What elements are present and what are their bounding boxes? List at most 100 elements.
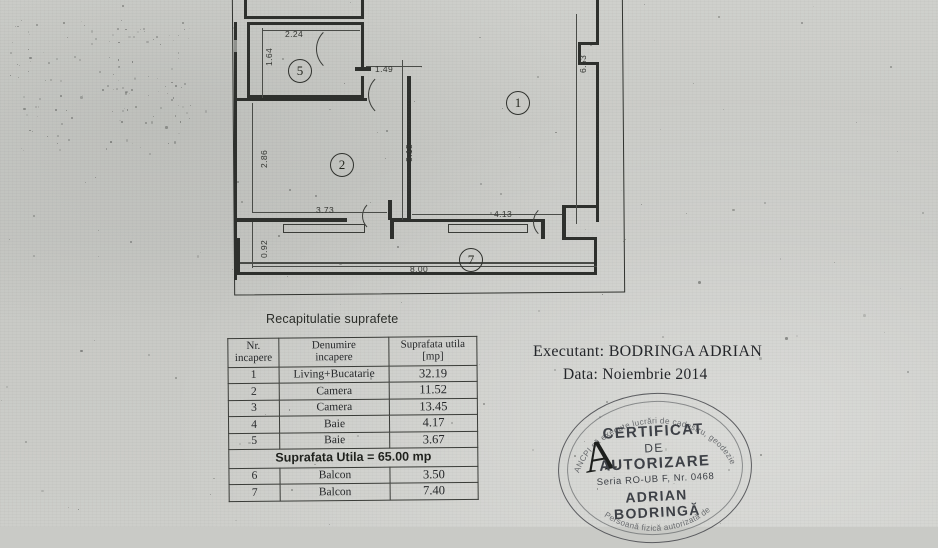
room-bubble-2: 2 [330,153,354,177]
door-swing-room5 [316,25,364,73]
wall-room1-notch-bottom [578,62,599,65]
paper-speck [282,57,285,60]
paper-speck [622,240,624,242]
paper-speck [800,21,804,25]
paper-speck [143,31,145,33]
room-bubble-5: 5 [288,59,312,83]
paper-speckles [0,1,925,525]
wall-room1-right-lower [596,62,599,222]
wall-room5-top [247,22,364,25]
paper-speck [19,64,21,66]
wall-balcony7-right [594,237,597,275]
paper-speck [171,81,173,84]
paper-speck [178,35,179,36]
cell-suprafata: 3.67 [389,431,478,449]
paper-speck [290,489,293,492]
paper-speck [109,57,111,58]
paper-speck [344,83,345,84]
paper-speck [519,156,520,158]
executant-line: Executant: BODRINGA ADRIAN [533,343,763,360]
paper-speck [538,309,541,312]
dimension-label-6-53: 6.53 [578,54,588,73]
paper-speck [42,52,44,54]
paper-speck [132,35,135,38]
paper-speck [596,488,599,490]
paper-speck [60,79,63,83]
paper-speck [181,87,182,89]
paper-speck [99,71,102,74]
paper-speck [117,41,120,44]
header-suprafata-line2: [mp] [422,350,444,363]
paper-speck [889,66,893,69]
paper-speck [536,76,539,79]
paper-speck [764,201,766,204]
paper-speck [779,258,782,260]
paper-speck [131,88,134,92]
paper-speck [170,68,173,71]
paper-speck [812,5,814,8]
paper-speck [129,241,133,244]
paper-speck [24,440,27,443]
paper-speck [128,36,131,39]
paper-speck [38,97,41,100]
paper-speck [264,414,266,415]
paper-speck [27,48,29,50]
dimension-label-0-92: 0.92 [259,239,269,258]
authorization-stamp: ANCPI să execute lucrări de cadastru, ge… [554,388,756,548]
paper-speck [84,182,86,183]
dimline-0-92 [252,222,253,268]
paper-speck [11,42,13,44]
cell-denumire: Balcon [279,466,390,485]
paper-speck [204,110,208,113]
paper-speck [152,39,154,41]
paper-speck [46,136,48,137]
paper-speck [49,79,53,82]
paper-speck [186,112,189,115]
paper-speck [288,409,291,412]
paper-speck [248,441,251,444]
paper-speck [119,119,122,122]
room-bubble-7: 7 [459,248,483,272]
surface-recap-table: Nr. incapere Denumire incapere Suprafata… [227,336,479,502]
cell-suprafata: 32.19 [388,365,478,383]
dimline-4-13 [412,214,562,215]
paper-speck [181,21,185,24]
paper-speck [719,522,721,524]
paper-speck [80,96,83,99]
paper-speck [33,255,35,257]
paper-speck [834,261,835,263]
paper-speck [34,106,37,109]
cell-nr: 2 [228,383,280,401]
paper-speck [21,148,23,150]
stamp-center-text: CERTIFICAT DE AUTORIZARE Seria RO-UB F, … [556,418,755,525]
paper-speck [156,77,158,79]
header-nr-line2: incapere [234,351,273,364]
paper-speck [502,107,504,109]
paper-speck [641,204,643,206]
paper-speck [27,31,30,33]
paper-speck [450,421,453,424]
paper-speck [759,454,763,457]
wall-room1-notch-top [578,42,599,45]
paper-speck [58,149,61,152]
cell-nr: 4 [228,416,280,434]
paper-speck [112,34,114,36]
paper-speck [121,20,123,22]
paper-speck [117,27,120,31]
cell-suprafata: 3.50 [389,466,479,484]
wall-room1-right-upper [596,0,599,43]
paper-speck [56,143,58,145]
paper-speck [189,105,191,107]
paper-speck [16,64,18,65]
door-swing-room1 [533,205,567,239]
paper-speck [97,230,99,231]
paper-speck [177,104,179,105]
paper-speck [105,148,108,150]
cell-denumire: Balcon [280,483,391,501]
paper-speck [139,29,141,30]
paper-speck [167,142,169,144]
header-denumire-line2: incapere [315,350,353,364]
